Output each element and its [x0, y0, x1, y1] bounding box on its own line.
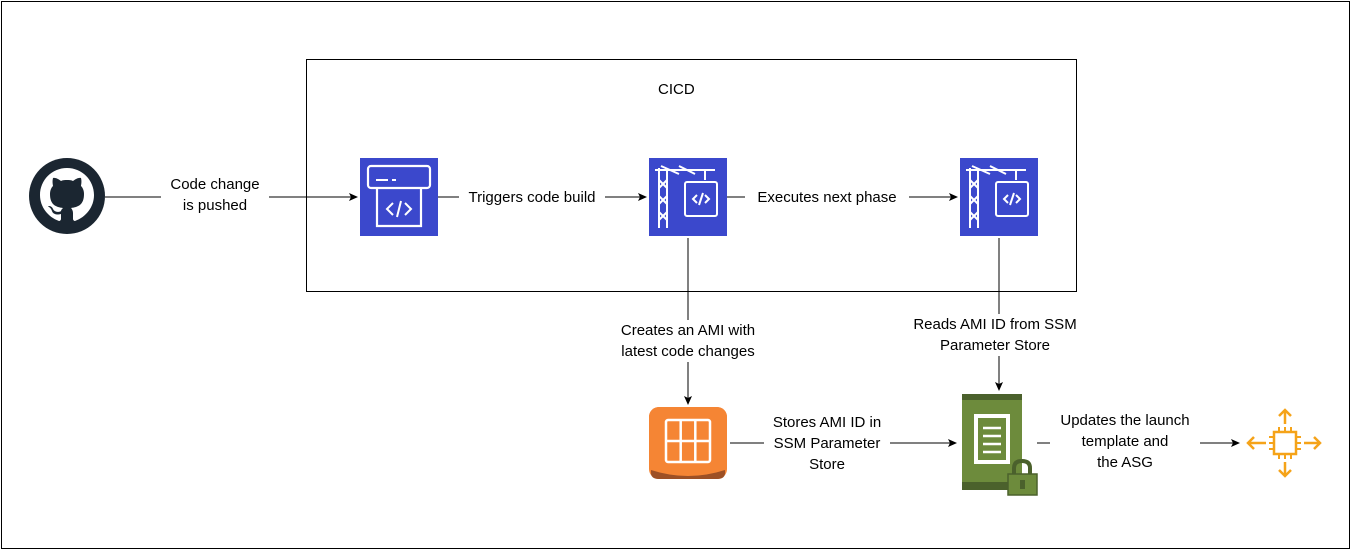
edge-label-update-lt: Updates the launch template and the ASG [1050, 410, 1200, 473]
edge-label-create-ami-line1: Creates an AMI with [620, 322, 756, 339]
edge-label-store-ami: Stores AMI ID in SSM Parameter Store [764, 412, 890, 475]
edge-label-next-phase: Executes next phase [745, 187, 909, 208]
edge-label-next-phase-line1: Executes next phase [757, 189, 897, 206]
edge-label-create-ami: Creates an AMI with latest code changes [606, 320, 770, 362]
edge-label-trigger: Triggers code build [459, 187, 605, 208]
cicd-group-box [306, 59, 1077, 292]
ami-icon[interactable] [649, 407, 727, 479]
edge-label-store-ami-line2: SSM Parameter [773, 435, 881, 452]
edge-label-read-ami: Reads AMI ID from SSM Parameter Store [904, 314, 1086, 356]
edge-label-read-ami-line1: Reads AMI ID from SSM [913, 316, 1077, 333]
github-icon[interactable] [29, 158, 105, 234]
edge-label-create-ami-line2: latest code changes [621, 343, 755, 360]
auto-scaling-group-icon[interactable] [1246, 408, 1322, 478]
edge-label-trigger-line1: Triggers code build [468, 189, 596, 206]
edge-label-update-lt-line2: template and [1081, 433, 1169, 450]
edge-label-update-lt-line3: the ASG [1097, 454, 1153, 471]
codebuild-icon[interactable] [649, 158, 727, 236]
ssm-parameter-store-icon[interactable] [962, 394, 1038, 496]
codebuild-deploy-icon[interactable] [960, 158, 1038, 236]
edge-label-store-ami-line1: Stores AMI ID in [772, 414, 882, 431]
edge-label-push-line1: Code change [170, 176, 260, 193]
edge-label-store-ami-line3: Store [809, 456, 845, 473]
codepipeline-icon[interactable] [360, 158, 438, 236]
edge-label-push-line2: is pushed [182, 197, 248, 214]
edge-label-read-ami-line2: Parameter Store [939, 337, 1051, 354]
edge-label-push: Code change is pushed [161, 174, 269, 216]
cicd-group-title: CICD [658, 81, 695, 98]
edge-label-update-lt-line1: Updates the launch [1060, 412, 1190, 429]
